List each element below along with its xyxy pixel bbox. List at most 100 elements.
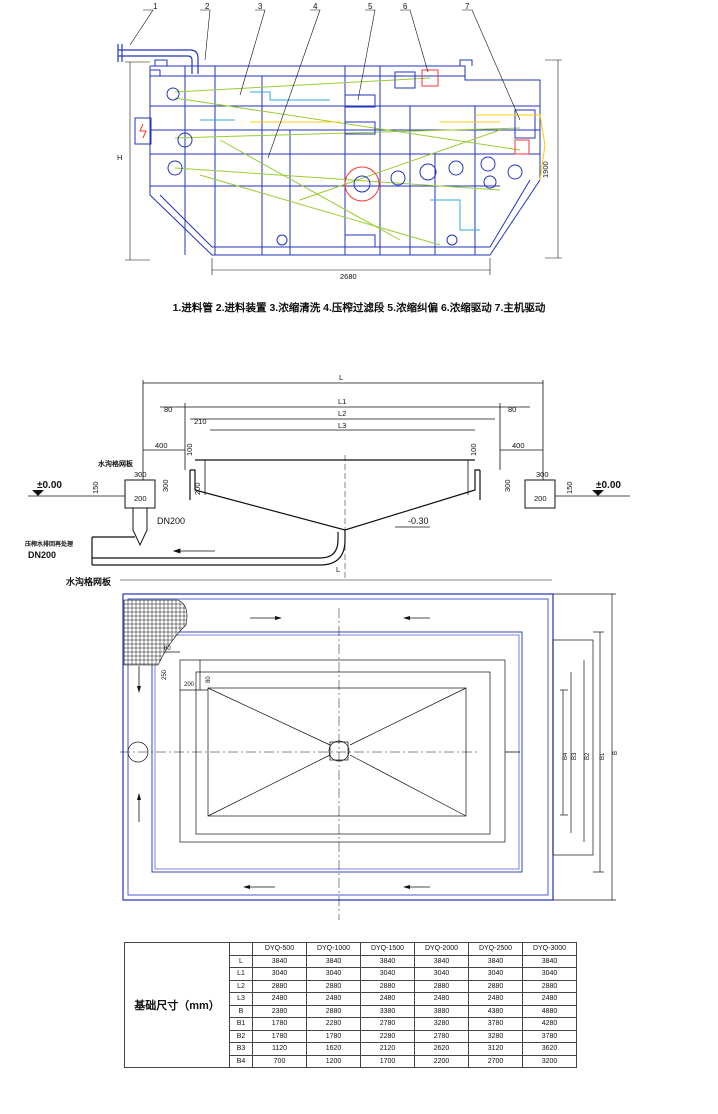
dim-300-d: 300 <box>503 479 512 492</box>
section-labels: L L1 L2 L3 80 80 210 400 400 100 100 300… <box>25 373 621 560</box>
callout-5: 5 <box>368 2 373 11</box>
callout-2: 2 <box>205 2 210 11</box>
spec-cell: 3840 <box>522 954 577 968</box>
dim-B2: B2 <box>585 752 591 760</box>
spec-cell: 2780 <box>414 1029 469 1043</box>
dim-B: B <box>613 751 619 755</box>
dim-1900: 1900 <box>541 161 550 178</box>
spec-cell: 3200 <box>522 1054 577 1068</box>
spec-column-header: DYQ-1500 <box>360 942 415 956</box>
foundation-plan-view <box>120 579 616 920</box>
label-dn200-b: DN200 <box>28 550 56 560</box>
pit-outer <box>122 593 554 901</box>
spec-cell: 2620 <box>414 1042 469 1056</box>
spec-cell: 3280 <box>468 1029 523 1043</box>
dim-150-right: 150 <box>565 481 574 494</box>
dim-B4: B4 <box>563 752 569 760</box>
spec-cell: 1780 <box>252 1017 307 1031</box>
dim-400-right: 400 <box>512 441 525 450</box>
spec-cell: 3040 <box>522 967 577 981</box>
dim-300-c: 300 <box>536 470 549 479</box>
spec-cell: 1120 <box>252 1042 307 1056</box>
spec-cell: 3880 <box>414 1004 469 1018</box>
spec-cell: 2200 <box>414 1054 469 1068</box>
spec-cell: 3620 <box>522 1042 577 1056</box>
plan-labels: L 水沟格网板 80 200 250 80 B4 B3 B2 B1 B <box>66 565 619 760</box>
dim-L-plan: L <box>336 565 340 574</box>
spec-cell: 2480 <box>414 992 469 1006</box>
spec-cell: 2280 <box>360 1029 415 1043</box>
spec-cell: 2280 <box>306 1017 361 1031</box>
dim-200-plan: 200 <box>184 682 195 688</box>
spec-row-key: B1 <box>229 1017 253 1031</box>
foundation-section-view <box>28 380 630 580</box>
spec-cell: 3840 <box>306 954 361 968</box>
spec-cell: 2480 <box>306 992 361 1006</box>
dim-80-left: 80 <box>164 405 172 414</box>
dim-200-left: 200 <box>193 482 202 495</box>
dim-150-left: 150 <box>91 481 100 494</box>
dim-300-a: 300 <box>134 470 147 479</box>
dim-L1: L1 <box>338 397 346 406</box>
spec-cell: 4880 <box>522 1004 577 1018</box>
dim-300-b: 300 <box>161 479 170 492</box>
spec-cell: 2480 <box>522 992 577 1006</box>
spec-cell: 2480 <box>468 992 523 1006</box>
spec-cell: 1200 <box>306 1054 361 1068</box>
dim-210: 210 <box>194 417 207 426</box>
spec-cell: 3840 <box>252 954 307 968</box>
spec-cell: 3780 <box>468 1017 523 1031</box>
spec-cell: 2880 <box>252 979 307 993</box>
callout-1: 1 <box>153 2 158 11</box>
spec-cell: 3840 <box>468 954 523 968</box>
spec-cell: 3040 <box>360 967 415 981</box>
spec-column-header: DYQ-2500 <box>468 942 523 956</box>
machine-elevation-view: 1 2 3 4 5 6 7 H 2680 1900 <box>117 2 562 281</box>
spec-cell: 2480 <box>252 992 307 1006</box>
spec-column-header: DYQ-3000 <box>522 942 577 956</box>
spec-cell: 1700 <box>360 1054 415 1068</box>
spec-cell: 3280 <box>414 1017 469 1031</box>
component-legend: 1.进料管 2.进料装置 3.浓缩清洗 4.压榨过滤段 5.浓缩纠偏 6.浓缩驱… <box>172 302 546 314</box>
spec-cell: 3840 <box>414 954 469 968</box>
spec-cell: 2480 <box>360 992 415 1006</box>
elev-right: ±0.00 <box>596 480 621 491</box>
callout-3: 3 <box>258 2 263 11</box>
spec-row-key: B4 <box>229 1054 253 1068</box>
spec-cell: 2880 <box>306 1004 361 1018</box>
spec-row-key: L <box>229 954 253 968</box>
dim-200-b: 200 <box>134 494 147 503</box>
elev-bottom: -0.30 <box>408 516 429 526</box>
spec-column-header: DYQ-1000 <box>306 942 361 956</box>
callout-7: 7 <box>465 2 470 11</box>
label-dn200-a: DN200 <box>157 516 185 526</box>
spec-cell: 3040 <box>414 967 469 981</box>
callout-4: 4 <box>313 2 318 11</box>
spec-cell: 700 <box>252 1054 307 1068</box>
spec-table-title: 基础尺寸（mm） <box>124 942 230 1068</box>
dim-80-right: 80 <box>508 405 516 414</box>
spec-cell: 3780 <box>522 1029 577 1043</box>
dim-100-left: 100 <box>185 443 194 456</box>
spec-cell: 3040 <box>252 967 307 981</box>
dim-L3: L3 <box>338 421 346 430</box>
dim-L2: L2 <box>338 409 346 418</box>
spec-cell: 2120 <box>360 1042 415 1056</box>
spec-row-key: L3 <box>229 992 253 1006</box>
dim-250-plan: 250 <box>162 669 168 680</box>
spec-cell: 2380 <box>252 1004 307 1018</box>
spec-cell: 3040 <box>306 967 361 981</box>
spec-cell: 2880 <box>414 979 469 993</box>
dim-B1: B1 <box>600 752 606 760</box>
spec-cell: 3840 <box>360 954 415 968</box>
callout-6: 6 <box>403 2 408 11</box>
spec-table-corner <box>229 942 253 956</box>
spec-row-key: B2 <box>229 1029 253 1043</box>
dim-L-section: L <box>339 373 343 382</box>
